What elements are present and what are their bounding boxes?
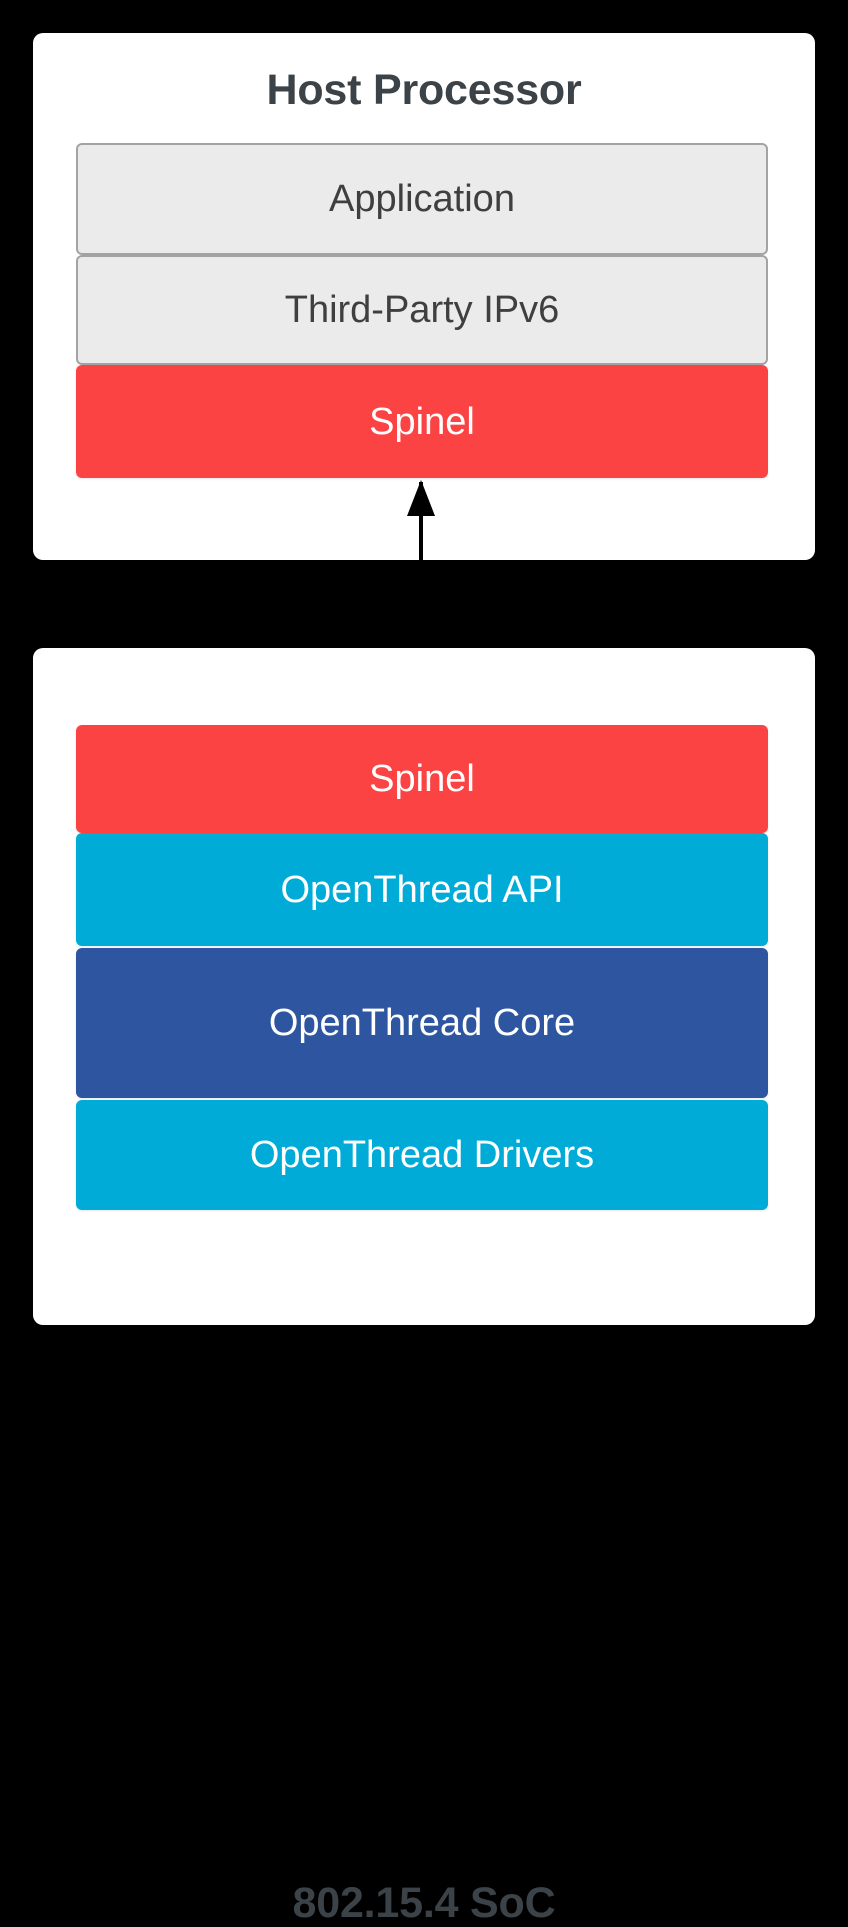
layer-openthread-api: OpenThread API xyxy=(76,833,768,946)
layer-openthread-core: OpenThread Core xyxy=(76,948,768,1098)
layer-spinel-soc: Spinel xyxy=(76,725,768,833)
layer-third-party-ipv6-label: Third-Party IPv6 xyxy=(284,289,560,331)
layer-openthread-api-label: OpenThread API xyxy=(280,868,564,911)
layer-spinel-host-label: Spinel xyxy=(369,400,475,443)
layer-application-label: Application xyxy=(329,178,515,220)
layer-openthread-core-label: OpenThread Core xyxy=(268,1002,576,1044)
soc-title: 802.15.4 SoC xyxy=(292,1879,556,1927)
layer-application: Application xyxy=(76,143,768,255)
layer-third-party-ipv6: Third-Party IPv6 xyxy=(76,255,768,365)
layer-openthread-drivers-label: OpenThread Drivers xyxy=(249,1134,595,1176)
architecture-diagram: Host Processor Application Third-Party I… xyxy=(33,33,815,1925)
layer-spinel-host: Spinel xyxy=(76,365,768,478)
layer-spinel-soc-label: Spinel xyxy=(369,758,475,800)
host-processor-title: Host Processor xyxy=(266,66,582,114)
layer-openthread-drivers: OpenThread Drivers xyxy=(76,1100,768,1210)
